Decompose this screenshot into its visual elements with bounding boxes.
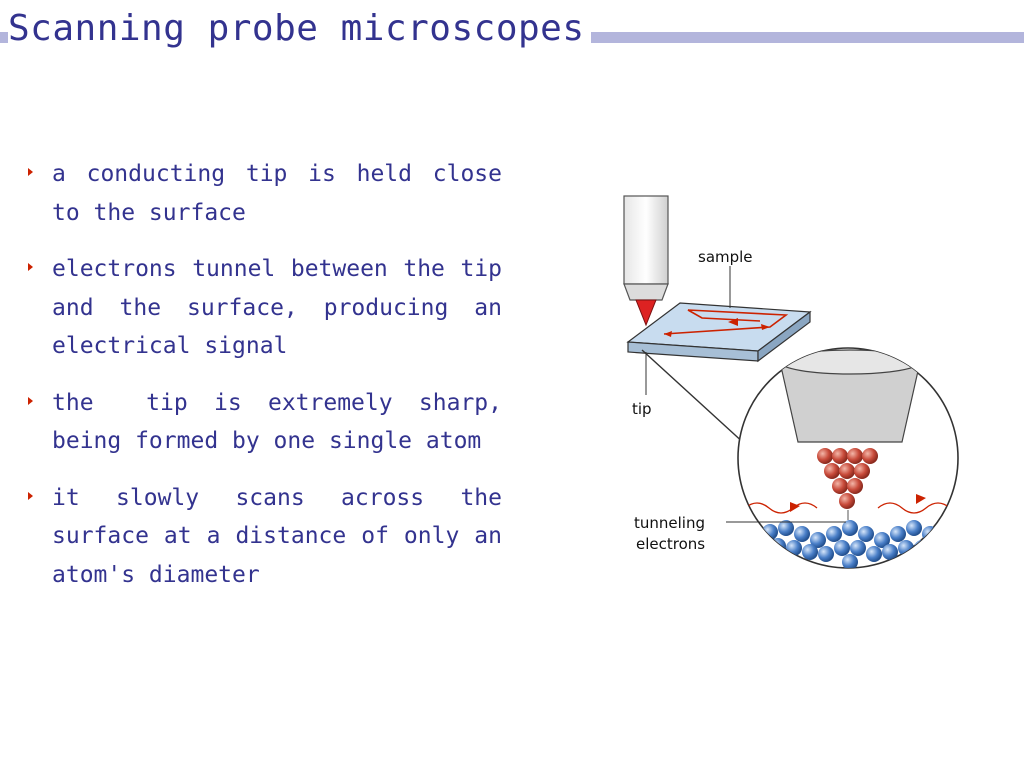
bullet-text: electrons tunnel between the tip and the… (52, 256, 502, 359)
magnified-view (737, 347, 959, 569)
bullet-arrow-icon (28, 491, 33, 500)
bullet-arrow-icon (28, 263, 33, 271)
bullet-item: the tip is extremely sharp, being formed… (22, 384, 502, 461)
stm-diagram: sample tip (623, 195, 959, 569)
tunneling-label-line1: tunneling (634, 514, 705, 532)
tip-label: tip (632, 400, 652, 418)
bullet-item: it slowly scans across the surface at a … (22, 479, 502, 595)
bullet-arrow-icon (28, 168, 33, 176)
bullet-item: electrons tunnel between the tip and the… (22, 250, 502, 366)
sample-label: sample (698, 248, 753, 266)
tunneling-label-line2: electrons (636, 535, 705, 553)
sample-slab (626, 302, 812, 363)
bullet-text: the tip is extremely sharp, being formed… (52, 389, 516, 455)
tip-atoms (817, 448, 878, 509)
surface-atoms (762, 520, 946, 568)
bullet-item: a conducting tip is held close to the su… (22, 155, 502, 232)
tunneling-wave (744, 502, 818, 514)
bullet-text: a conducting tip is held close to the su… (52, 161, 502, 226)
bullet-list: a conducting tip is held close to the su… (22, 155, 502, 612)
probe-body (623, 195, 669, 327)
scan-path (663, 309, 789, 335)
page-title: Scanning probe microscopes (8, 6, 591, 52)
bullet-arrow-icon (28, 396, 33, 405)
tunneling-wave (877, 502, 951, 514)
bullet-text: it slowly scans across the surface at a … (52, 484, 502, 588)
